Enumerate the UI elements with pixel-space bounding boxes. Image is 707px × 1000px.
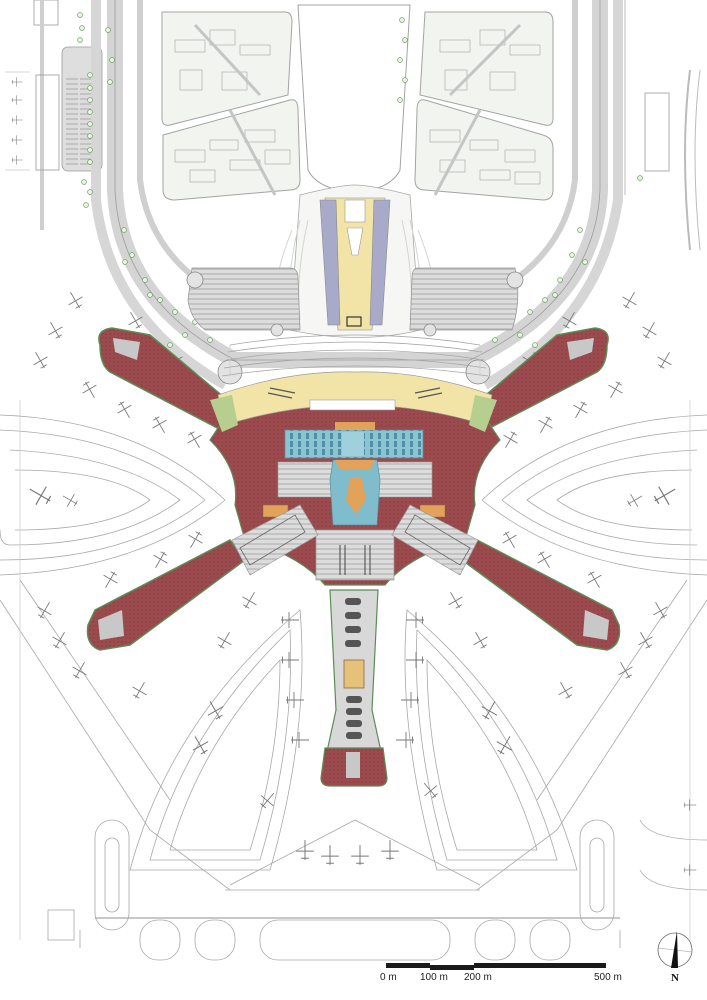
west-landside-strip: [5, 0, 103, 230]
scale-segment-100-200: [430, 965, 474, 970]
terminal-core: [209, 371, 501, 586]
taxiways: [0, 400, 707, 961]
scale-segment-200-500: [474, 963, 606, 968]
terminal-piers: [86, 327, 621, 787]
north-arrow: N: [655, 928, 695, 988]
scale-label-0: 0 m: [380, 972, 397, 983]
scale-bar: 0 m 100 m 200 m 500 m: [380, 963, 622, 993]
scale-label-100: 100 m: [420, 972, 448, 983]
east-landside-strip: [624, 0, 701, 251]
scale-segment-0-100: [386, 963, 430, 968]
north-label: N: [671, 972, 679, 984]
forecourt-roads: [221, 334, 489, 377]
central-landside-plaza: [273, 184, 437, 338]
scale-label-500: 500 m: [594, 972, 622, 983]
north-landside-blocks: [161, 4, 554, 201]
parking-garages: [186, 267, 524, 385]
north-arrow-icon: [657, 931, 693, 968]
scale-label-200: 200 m: [464, 972, 492, 983]
